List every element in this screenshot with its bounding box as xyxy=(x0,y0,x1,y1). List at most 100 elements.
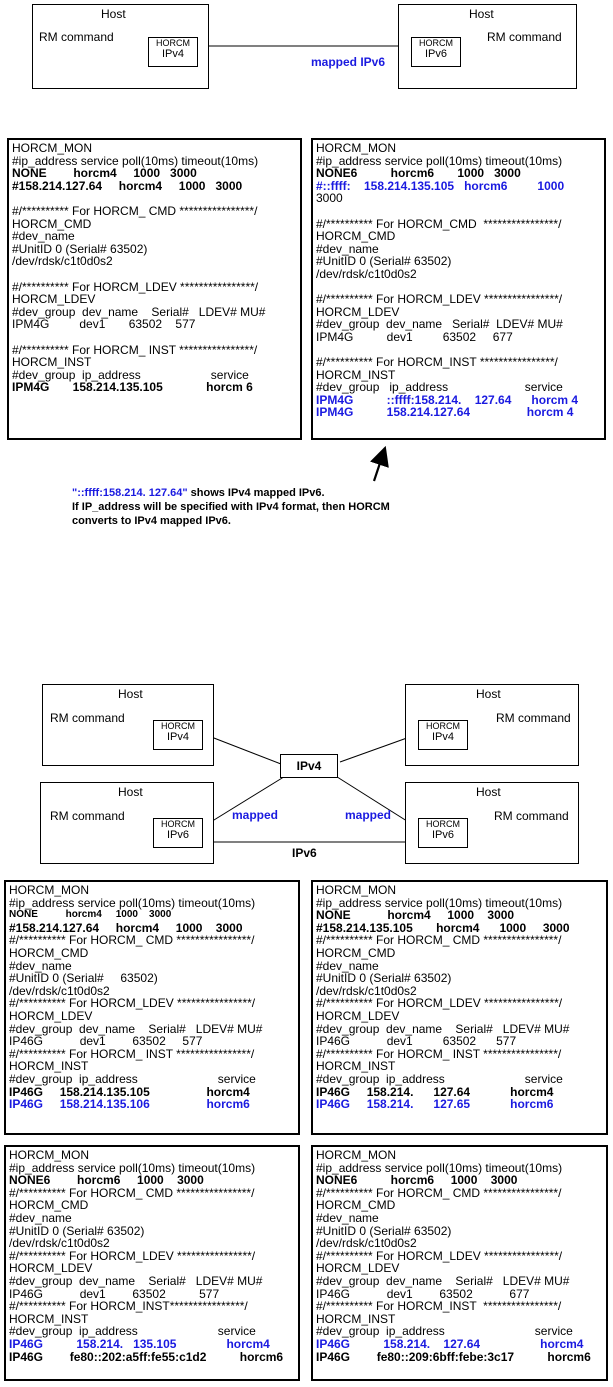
cfg-line: IP46G fe80::209:6bff:febe:3c17 horcm6 xyxy=(316,1349,591,1364)
rm-command-label: RM command xyxy=(39,30,114,44)
horcm-instance-box: HORCM IPv6 xyxy=(418,818,468,848)
cfg-line: #dev_group dev_name Serial# LDEV# MU# xyxy=(316,1021,570,1036)
cfg-line: NONE6 horcm6 1000 3000 xyxy=(316,1173,518,1188)
cfg-line: NONE6 horcm6 1000 3000 xyxy=(9,1173,204,1188)
cfg-line: #/********** For HORCM_LDEV ************… xyxy=(316,996,563,1011)
cfg-line: IP46G dev1 63502 577 xyxy=(9,1286,220,1301)
cfg-line: HORCM_LDEV xyxy=(316,1261,400,1276)
cfg-line: IP46G dev1 63502 577 xyxy=(9,1034,203,1049)
cfg-line: #dev_group dev_name Serial# LDEV# MU# xyxy=(12,304,266,319)
cfg-line: /dev/rdsk/c1t0d0s2 xyxy=(316,266,417,281)
cfg-line: HORCM_INST xyxy=(316,1311,396,1326)
cfg-line: #dev_name xyxy=(316,958,379,973)
cfg-line: #dev_name xyxy=(9,1210,72,1225)
host-title: Host xyxy=(476,785,501,799)
horcm-label: HORCM xyxy=(426,721,460,731)
cfg-line: HORCM_MON xyxy=(316,1148,396,1162)
cfg-line: IPM4G dev1 63502 577 xyxy=(12,317,196,332)
cfg-line: #dev_group dev_name Serial# LDEV# MU# xyxy=(9,1021,263,1036)
cfg-line: #ip_address service poll(10ms) timeout(1… xyxy=(12,153,259,168)
ip-version-label: IPv6 xyxy=(166,829,189,841)
cfg-line: HORCM_MON xyxy=(316,141,396,155)
cfg-line: #UnitID 0 (Serial# 63502) xyxy=(9,971,158,986)
cfg-line: #dev_group ip_address service xyxy=(9,1324,256,1339)
cfg-line: #/********** For HORCM_ CMD ************… xyxy=(316,933,562,948)
cfg-line: #/********** For HORCM_INST ************… xyxy=(316,355,558,370)
cfg-line: #ip_address service poll(10ms) timeout(1… xyxy=(9,895,256,910)
cfg-line: #/********** For HORCM_ CMD ************… xyxy=(316,1185,562,1200)
cfg-line: #ip_address service poll(10ms) timeout(1… xyxy=(316,153,563,168)
note-arrow xyxy=(370,445,389,482)
horcm-label: HORCM xyxy=(156,38,190,48)
cfg-line: #UnitID 0 (Serial# 63502) xyxy=(9,1223,145,1238)
cfg-line: #/********** For HORCM_LDEV ************… xyxy=(12,279,259,294)
ip-version-label: IPv4 xyxy=(166,731,189,743)
cfg-line: HORCM_LDEV xyxy=(9,1261,93,1276)
cfg-line: IP46G 158.214. 127.64 horcm4 xyxy=(316,1336,584,1351)
cfg-line: #/********** For HORCM_ CMD ************… xyxy=(9,933,255,948)
ip-version-label: IPv6 xyxy=(431,829,454,841)
cfg-line: #ip_address service poll(10ms) timeout(1… xyxy=(316,1160,563,1175)
cfg-line: #dev_name xyxy=(12,229,75,244)
cfg-line: #::ffff: 158.214.135.105 horcm6 1000 xyxy=(316,178,565,193)
config-file-ipv4-host: HORCM_MON #ip_address service poll(10ms)… xyxy=(7,138,302,440)
cfg-line: #dev_name xyxy=(316,1210,379,1225)
cfg-line: HORCM_LDEV xyxy=(316,1008,400,1023)
config-file-ipv6-host-b: HORCM_MON #ip_address service poll(10ms)… xyxy=(311,1145,608,1381)
host-title: Host xyxy=(101,7,126,21)
mapped-ipv6-label: mapped IPv6 xyxy=(311,55,386,69)
horcm-instance-box: HORCM IPv4 xyxy=(153,720,203,750)
cfg-line: #UnitID 0 (Serial# 63502) xyxy=(12,241,148,256)
cfg-line: IP46G fe80::202:a5ff:fe55:c1d2 horcm6 xyxy=(9,1349,284,1364)
cfg-line: NONE horcm4 1000 3000 xyxy=(12,166,197,181)
cfg-line: IPM4G 158.214.135.105 horcm 6 xyxy=(12,380,253,395)
cfg-line: IPM4G 158.214.127.64 horcm 4 xyxy=(316,405,574,420)
cfg-line: HORCM_CMD xyxy=(9,945,89,960)
horcm-label: HORCM xyxy=(426,819,460,829)
cfg-line: /dev/rdsk/c1t0d0s2 xyxy=(316,1236,417,1251)
cfg-line: IPM4G ::ffff:158.214. 127.64 horcm 4 xyxy=(316,392,579,407)
cfg-line: #158.214.127.64 horcm4 1000 3000 xyxy=(12,178,243,193)
cfg-line: #/********** For HORCM_LDEV ************… xyxy=(316,292,563,307)
cfg-line: HORCM_CMD xyxy=(316,229,396,244)
cfg-line: #dev_group ip_address service xyxy=(316,380,563,395)
cfg-line: #dev_group ip_address service xyxy=(12,367,249,382)
horcm-instance-box: HORCM IPv4 xyxy=(148,37,198,67)
host-box-bottom-left: Host RM command HORCM IPv6 xyxy=(40,782,214,864)
note-text: converts to IPv4 mapped IPv6. xyxy=(72,515,231,527)
config-file-ipv4-host-a: HORCM_MON #ip_address service poll(10ms)… xyxy=(4,880,300,1135)
cfg-line: #/********** For HORCM_ CMD ************… xyxy=(12,203,258,218)
cfg-line: HORCM_MON xyxy=(9,883,89,897)
config-file-ipv6-host: HORCM_MON #ip_address service poll(10ms)… xyxy=(311,138,606,440)
cfg-line: IP46G dev1 63502 677 xyxy=(316,1286,530,1301)
rm-command-label: RM command xyxy=(496,711,571,725)
cfg-line: HORCM_CMD xyxy=(12,216,92,231)
cfg-line: IP46G 158.214. 135.105 horcm4 xyxy=(9,1336,270,1351)
rm-command-label: RM command xyxy=(487,30,562,44)
cfg-line: HORCM_CMD xyxy=(316,1198,396,1213)
cfg-line: HORCM_LDEV xyxy=(9,1008,93,1023)
cfg-line: 3000 xyxy=(316,191,343,206)
host-title: Host xyxy=(118,687,143,701)
horcm-instance-box: HORCM IPv6 xyxy=(153,818,203,848)
cfg-line: IP46G 158.214.135.106 horcm6 xyxy=(9,1097,250,1112)
mapped-label-left: mapped xyxy=(232,808,279,822)
config-file-ipv4-host-b: HORCM_MON #ip_address service poll(10ms)… xyxy=(311,880,608,1135)
cfg-line: HORCM_INST xyxy=(9,1059,89,1074)
cfg-line: #dev_group dev_name Serial# LDEV# MU# xyxy=(316,1273,570,1288)
cfg-line: #ip_address service poll(10ms) timeout(1… xyxy=(316,895,563,910)
host-box-top-right: Host RM command HORCM IPv4 xyxy=(405,684,579,766)
host-title: Host xyxy=(469,7,494,21)
cfg-line: /dev/rdsk/c1t0d0s2 xyxy=(316,983,417,998)
rm-command-label: RM command xyxy=(50,711,125,725)
cfg-line: NONE horcm4 1000 3000 xyxy=(316,908,515,923)
horcm-label: HORCM xyxy=(419,38,453,48)
host-title: Host xyxy=(476,687,501,701)
note-text: If IP_address will be specified with IPv… xyxy=(72,501,390,513)
cfg-line: HORCM_INST xyxy=(9,1311,89,1326)
cfg-line: HORCM_MON xyxy=(9,1148,89,1162)
ipv6-network-label: IPv6 xyxy=(292,846,317,860)
cfg-line: #158.214.135.105 horcm4 1000 3000 xyxy=(316,920,570,935)
cfg-line: #/********** For HORCM_CMD *************… xyxy=(316,216,562,231)
cfg-line: #UnitID 0 (Serial# 63502) xyxy=(316,971,452,986)
